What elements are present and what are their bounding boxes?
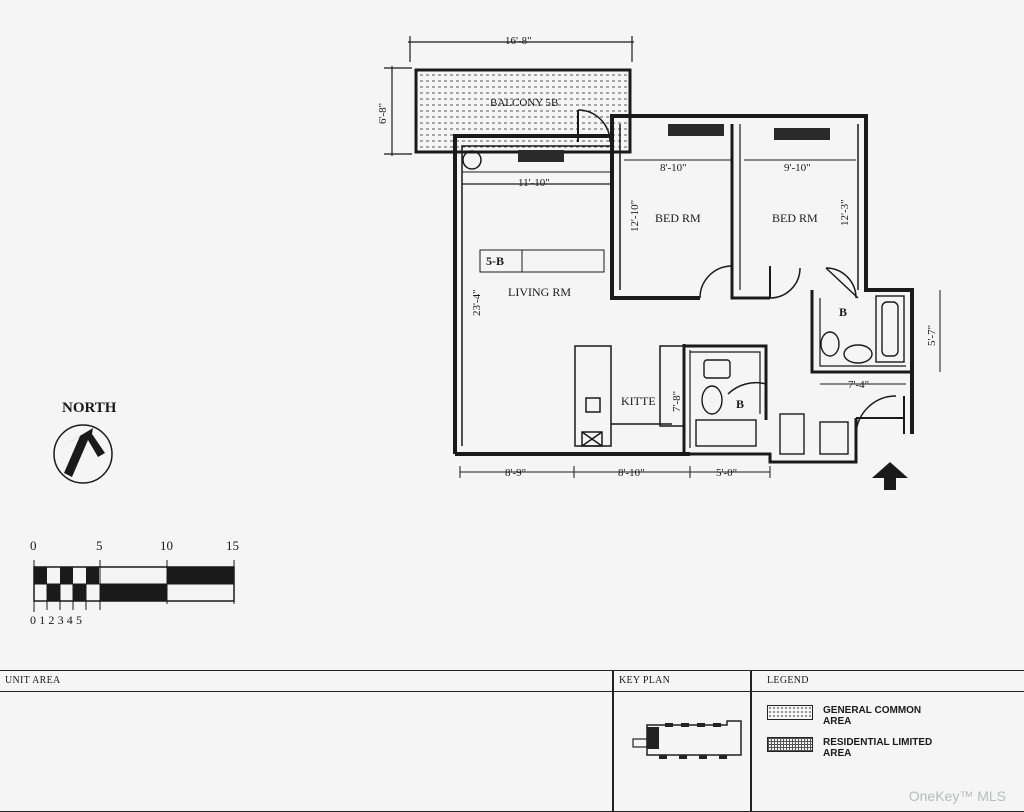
bedroom-2-label: BED RM: [772, 211, 818, 225]
dim-living-depth: 23'-4": [471, 289, 483, 316]
balcony: BALCONY 5B: [414, 68, 632, 154]
balcony-dimensions: [384, 36, 634, 156]
scale-tick-0: 0: [30, 538, 37, 553]
legend-item-general-common: GENERAL COMMON AREA: [767, 705, 943, 727]
legend-heading: LEGEND: [767, 675, 809, 686]
legend-cell: LEGEND GENERAL COMMON AREA RESIDENTIAL L…: [750, 670, 1024, 812]
north-arrow: NORTH: [53, 400, 117, 484]
residential-limited-swatch: [767, 737, 813, 752]
scale-tick-10: 10: [160, 538, 173, 553]
title-block: UNIT AREA KEY PLAN LEGEND GENERAL COMMON…: [0, 670, 1024, 812]
windows: [518, 124, 830, 162]
scale-tick-15: 15: [226, 538, 239, 553]
residential-limited-label: RESIDENTIAL LIMITED AREA: [823, 737, 933, 759]
north-arrow-icon: [60, 428, 105, 477]
bath-2-label: B: [736, 397, 744, 411]
entry-arrow-icon: [872, 462, 908, 490]
bath-1-label: B: [839, 305, 847, 319]
unit-tag: 5-B: [486, 254, 504, 268]
dim-bed1-depth: 12'-10": [629, 200, 641, 232]
dim-bottom-2: 8'-10": [618, 467, 645, 479]
closets: [479, 249, 605, 273]
dim-bed2-width: 9'-10": [784, 162, 811, 174]
dim-bottom-1: 8'-9": [505, 467, 526, 479]
key-plan-heading: KEY PLAN: [619, 675, 671, 686]
dim-bed2-depth: 12'-3": [839, 199, 851, 226]
scale-fine-ticks: 012345: [30, 613, 85, 627]
living-room-label: LIVING RM: [508, 285, 571, 299]
dim-bed1-width: 8'-10": [660, 162, 687, 174]
bath-fixtures: [695, 295, 905, 455]
unit-walls: [453, 114, 914, 464]
dim-bath-width: 7'-4": [848, 379, 869, 391]
watermark: OneKey™ MLS: [908, 788, 1006, 804]
dim-balcony-width: 16'-8": [505, 35, 532, 47]
general-common-swatch: [767, 705, 813, 720]
dim-bottom-3: 5'-0": [716, 467, 737, 479]
kitchen-label: KITTE: [621, 394, 656, 408]
key-plan-thumbnail: [632, 720, 742, 759]
dimension-lines: [459, 159, 941, 478]
graphic-scale: 0 5 10 15 012345: [30, 538, 239, 627]
balcony-label: BALCONY 5B: [490, 97, 558, 109]
north-label: NORTH: [62, 400, 117, 416]
general-common-label: GENERAL COMMON AREA: [823, 705, 922, 727]
doors: [699, 265, 905, 435]
unit-area-heading: UNIT AREA: [5, 675, 61, 686]
dim-balcony-depth: 6'-8": [377, 103, 389, 124]
bedroom-1-label: BED RM: [655, 211, 701, 225]
dim-kitchen-depth: 7'-8": [671, 391, 683, 412]
dim-living-width: 11'-10": [518, 177, 550, 189]
kitchen-fixtures: [462, 150, 685, 447]
legend-item-residential-limited: RESIDENTIAL LIMITED AREA: [767, 737, 943, 759]
key-plan-cell: KEY PLAN: [612, 670, 752, 812]
unit-area-cell: UNIT AREA: [0, 670, 614, 692]
unit-area-body: [0, 690, 614, 812]
scale-tick-5: 5: [96, 538, 103, 553]
dim-bath-depth: 5'-7": [926, 325, 938, 346]
